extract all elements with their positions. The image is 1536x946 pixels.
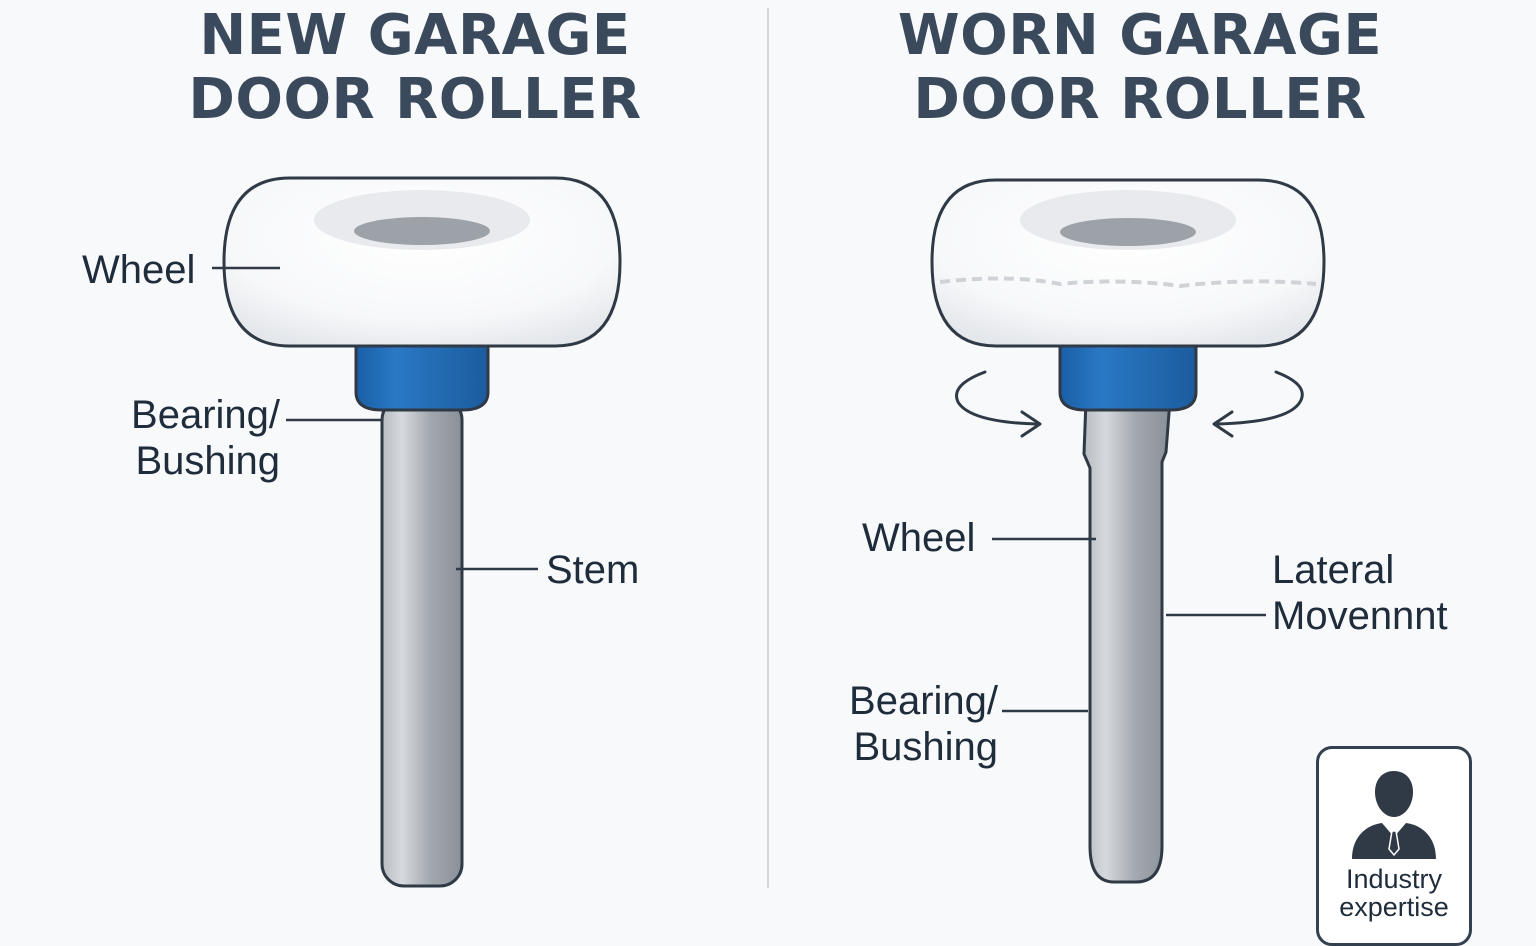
worn-roller-wheel-hub bbox=[1060, 218, 1196, 246]
label-worn-bearing-line2: Bushing bbox=[853, 725, 998, 769]
badge-text-line2: expertise bbox=[1339, 892, 1449, 922]
businessman-icon bbox=[1352, 771, 1436, 859]
new-roller-title-line1: NEW GARAGE bbox=[199, 3, 631, 68]
worn-roller-title: WORN GARAGE DOOR ROLLER bbox=[860, 4, 1420, 132]
label-lateral-movement: Lateral Movennnt bbox=[1272, 547, 1448, 639]
worn-roller-title-line1: WORN GARAGE bbox=[897, 3, 1383, 68]
rotation-arrow-left-icon bbox=[955, 370, 1038, 426]
badge-text-line1: Industry bbox=[1345, 864, 1443, 894]
new-roller-bearing bbox=[354, 338, 490, 412]
label-worn-wheel: Wheel bbox=[862, 516, 976, 560]
worn-roller-title-line2: DOOR ROLLER bbox=[913, 67, 1367, 132]
label-bearing-line1: Bearing/ bbox=[131, 393, 280, 437]
new-roller-wheel-hub bbox=[354, 217, 490, 245]
worn-roller-wear-marks bbox=[939, 276, 1317, 289]
label-lateral-line1: Lateral bbox=[1272, 548, 1395, 592]
worn-roller-stem bbox=[1082, 398, 1172, 884]
rotation-arrow-right-icon bbox=[1216, 370, 1304, 426]
label-bearing-line2: Bushing bbox=[135, 439, 280, 483]
roller-illustrations bbox=[212, 176, 1326, 888]
new-roller bbox=[212, 176, 622, 888]
new-roller-title-line2: DOOR ROLLER bbox=[188, 67, 642, 132]
label-lateral-line2: Movennnt bbox=[1272, 594, 1448, 638]
label-worn-bearing-bushing: Bearing/ Bushing bbox=[800, 678, 998, 770]
worn-roller bbox=[930, 178, 1326, 884]
label-wheel: Wheel bbox=[82, 248, 196, 292]
panel-divider bbox=[767, 8, 769, 888]
industry-expertise-badge: Industry expertise bbox=[1316, 746, 1472, 946]
label-worn-bearing-line1: Bearing/ bbox=[849, 679, 998, 723]
label-bearing-bushing: Bearing/ Bushing bbox=[100, 392, 280, 484]
badge-label: Industry expertise bbox=[1319, 865, 1469, 921]
new-roller-stem bbox=[380, 396, 464, 888]
worn-roller-bearing bbox=[1058, 338, 1198, 412]
label-stem: Stem bbox=[546, 548, 640, 592]
new-roller-title: NEW GARAGE DOOR ROLLER bbox=[150, 4, 680, 132]
